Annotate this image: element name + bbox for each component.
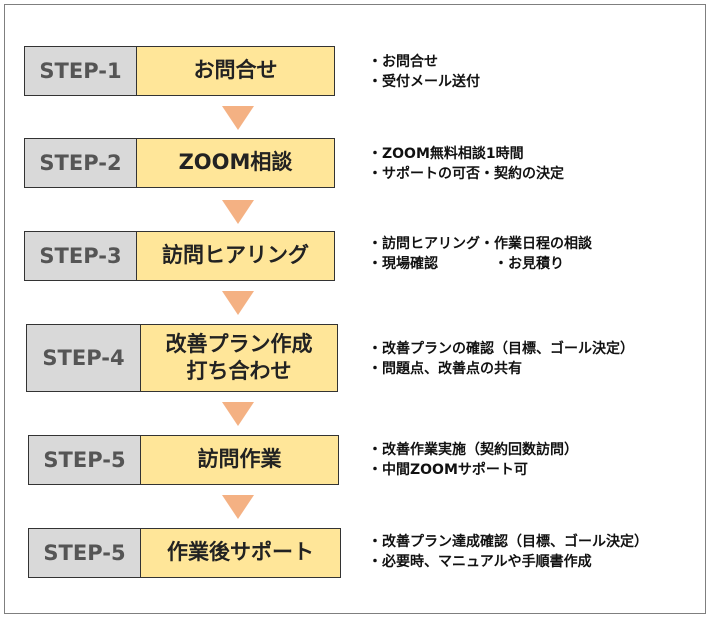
arrow-down-5	[222, 495, 254, 519]
step-1-notes: ・お問合せ ・受付メール送付	[368, 52, 480, 92]
arrow-down-2	[222, 200, 254, 224]
step-4-note-2: ・問題点、改善点の共有	[368, 361, 522, 377]
step-1-box: STEP-1 お問合せ	[24, 46, 335, 96]
step-3-name: 訪問ヒアリング	[137, 232, 334, 280]
arrow-down-3	[222, 291, 254, 315]
step-4-id: STEP-4	[27, 325, 141, 391]
diagram-frame	[4, 4, 706, 614]
step-4-note-1: ・改善プランの確認（目標、ゴール決定）	[368, 341, 634, 357]
step-5-notes: ・改善作業実施（契約回数訪問） ・中間ZOOMサポート可	[368, 440, 578, 480]
step-2-note-2: ・サポートの可否・契約の決定	[368, 166, 564, 182]
step-5-note-2: ・中間ZOOMサポート可	[368, 462, 528, 478]
step-6-id: STEP-5	[29, 529, 141, 577]
step-5-name: 訪問作業	[141, 436, 338, 484]
step-4-name-line-1: 改善プラン作成	[165, 331, 313, 356]
step-1-name: お問合せ	[137, 47, 334, 95]
step-6-note-2: ・必要時、マニュアルや手順書作成	[368, 554, 592, 570]
step-4-name-line-2: 打ち合わせ	[186, 359, 292, 383]
step-5-id: STEP-5	[29, 436, 141, 484]
step-6-name: 作業後サポート	[141, 529, 340, 577]
step-2-id: STEP-2	[25, 139, 137, 187]
arrow-down-1	[222, 106, 254, 130]
step-3-notes: ・訪問ヒアリング・作業日程の相談 ・現場確認 ・お見積り	[368, 234, 592, 274]
step-6-box: STEP-5 作業後サポート	[28, 528, 341, 578]
step-4-name: 改善プラン作成 打ち合わせ	[141, 325, 337, 391]
step-5-box: STEP-5 訪問作業	[28, 435, 339, 485]
step-2-box: STEP-2 ZOOM相談	[24, 138, 335, 188]
step-3-note-2: ・現場確認 ・お見積り	[368, 256, 564, 272]
step-6-notes: ・改善プラン達成確認（目標、ゴール決定） ・必要時、マニュアルや手順書作成	[368, 532, 648, 572]
step-3-note-1: ・訪問ヒアリング・作業日程の相談	[368, 236, 592, 252]
step-1-note-2: ・受付メール送付	[368, 74, 480, 90]
arrow-down-4	[222, 402, 254, 426]
step-2-notes: ・ZOOM無料相談1時間 ・サポートの可否・契約の決定	[368, 144, 564, 184]
step-4-notes: ・改善プランの確認（目標、ゴール決定） ・問題点、改善点の共有	[368, 339, 634, 379]
step-6-note-1: ・改善プラン達成確認（目標、ゴール決定）	[368, 534, 648, 550]
step-2-name: ZOOM相談	[137, 139, 334, 187]
step-1-note-1: ・お問合せ	[368, 54, 438, 70]
step-3-id: STEP-3	[25, 232, 137, 280]
step-3-box: STEP-3 訪問ヒアリング	[24, 231, 335, 281]
step-5-note-1: ・改善作業実施（契約回数訪問）	[368, 442, 578, 458]
step-2-note-1: ・ZOOM無料相談1時間	[368, 146, 524, 162]
step-1-id: STEP-1	[25, 47, 137, 95]
step-4-box: STEP-4 改善プラン作成 打ち合わせ	[26, 324, 338, 392]
